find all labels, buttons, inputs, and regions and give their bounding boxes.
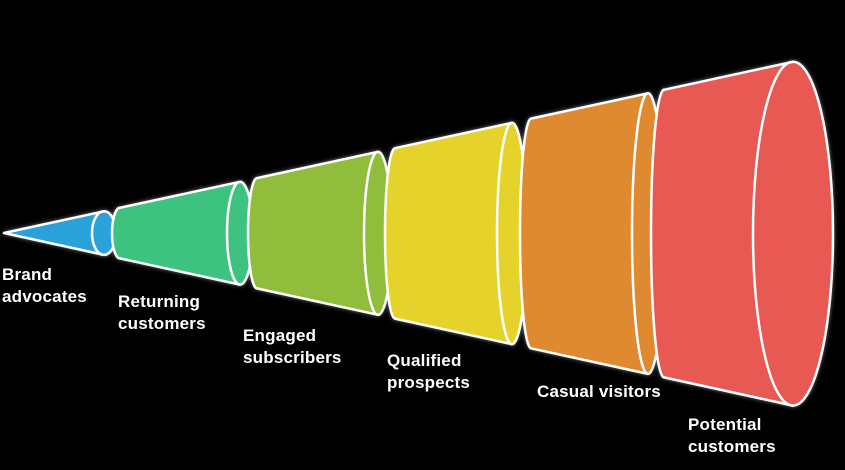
funnel-label-stage-6: Potential customers [688,415,776,457]
funnel-rim-line-2 [225,180,242,286]
funnel-rim-line-1 [90,210,106,257]
funnel-segment-4 [383,121,529,346]
funnel-segment-3 [246,150,394,317]
funnel-label-stage-2: Returning customers [118,292,206,334]
funnel-label-stage-3: Engaged subscribers [243,326,342,368]
funnel-segment-1 [2,210,118,257]
funnel-rim-line-6 [751,60,795,407]
funnel-label-stage-4: Qualified prospects [387,351,471,393]
funnel-segment-5 [518,92,666,376]
funnel-label-stage-5: Casual visitors [537,382,661,401]
funnel-rim-line-3 [362,150,380,317]
funnel-segment-6 [649,60,835,407]
funnel-label-stage-1: Brand advocates [2,265,87,307]
funnel-rim-line-5 [630,92,650,376]
funnel-rim-line-4 [495,121,514,346]
funnel-segment-2 [110,180,255,286]
